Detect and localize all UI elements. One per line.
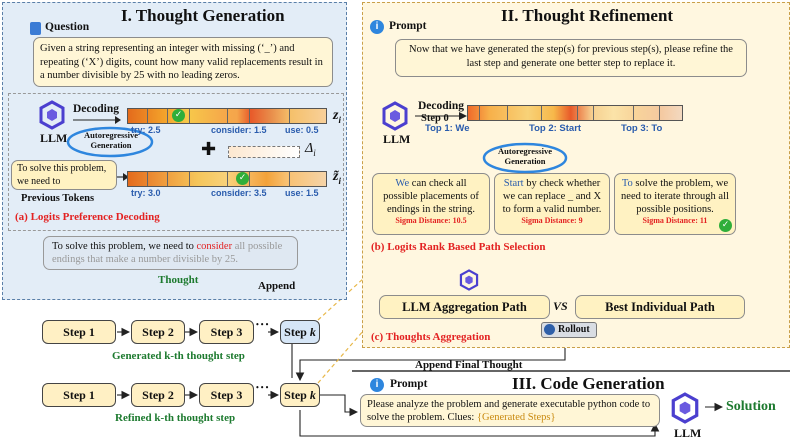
section-a-label: (a) Logits Preference Decoding	[15, 211, 160, 223]
row1-dots: • • •	[256, 320, 269, 329]
clues-text: {Generated Steps}	[476, 412, 556, 423]
info-icon: i	[370, 20, 384, 34]
row2-step-3: Step 3	[199, 383, 254, 407]
append-label: Append	[258, 280, 296, 292]
bar1-token-use: use: 0.5	[285, 125, 319, 135]
z-label: zi	[333, 108, 341, 125]
row1-caption: Generated k-th thought step	[112, 350, 245, 362]
code-prompt-box: Please analyze the problem and generate …	[360, 394, 660, 427]
rollout-icon	[544, 324, 555, 335]
bar2-token-consider: consider: 3.5	[211, 188, 267, 198]
best-individual-path-box: Best Individual Path	[575, 295, 745, 319]
logits-bar-z-tilde: ✓	[127, 171, 327, 187]
row1-step-k: Step k	[280, 320, 320, 344]
prompt-label: Prompt	[389, 20, 427, 32]
question-text: Given a string representing an integer w…	[40, 43, 323, 81]
llm-logo-icon	[382, 101, 408, 131]
llm-label: LLM	[383, 132, 411, 146]
row2-step-k: Step k	[280, 383, 320, 407]
panel-title: I. Thought Generation	[121, 6, 285, 25]
decoding-label: Decoding	[73, 103, 119, 115]
z-tilde-label: z̃i	[333, 169, 341, 186]
llm-logo-icon	[459, 269, 479, 291]
question-box: Given a string representing an integer w…	[33, 37, 333, 87]
sigma-distance-1: Sigma Distance: 10.5	[395, 216, 467, 225]
row2-dots: • • •	[256, 383, 269, 392]
previous-tokens-box: To solve this problem, we need to	[11, 160, 117, 190]
solution-label: Solution	[726, 399, 776, 414]
delta-bar	[228, 146, 300, 158]
bar2-token-try: try: 3.0	[131, 188, 161, 198]
panel-title: II. Thought Refinement	[501, 6, 674, 25]
logits-bar-step0	[467, 105, 683, 121]
autoregressive-label: Autoregressive Generation	[84, 130, 138, 150]
check-icon: ✓	[172, 109, 185, 122]
question-label: Question	[45, 21, 90, 33]
plus-icon: ✚	[201, 139, 217, 160]
sigma-distance-2: Sigma Distance: 9	[521, 216, 583, 225]
row2-caption: Refined k-th thought step	[115, 412, 236, 424]
arrow-append-final	[295, 344, 566, 382]
top2-label: Top 2: Start	[529, 123, 582, 134]
row1-step-2: Step 2	[131, 320, 185, 344]
vs-label: VS	[553, 299, 568, 313]
info-icon: i	[370, 378, 384, 392]
row2-step-2: Step 2	[131, 383, 185, 407]
previous-tokens-text: To solve this problem, we need to	[17, 163, 107, 187]
rollout-badge: Rollout	[541, 322, 597, 338]
thought-label: Thought	[158, 274, 199, 286]
top3-label: Top 3: To	[621, 123, 663, 134]
logits-bar-z: ✓	[127, 108, 327, 124]
llm-aggregation-path-box: LLM Aggregation Path	[379, 295, 550, 319]
code-generation-title: III. Code Generation	[512, 374, 665, 393]
bar1-token-try: try: 2.5	[131, 125, 161, 135]
top1-label: Top 1: We	[425, 123, 470, 134]
bar2-token-use: use: 1.5	[285, 188, 319, 198]
thought-generation-panel: I. Thought Generation Question Given a s…	[2, 2, 347, 300]
decoding-label: Decoding	[418, 100, 464, 112]
check-icon: ✓	[719, 219, 732, 232]
autoregressive-cycle-icon	[66, 126, 154, 158]
llm-label: LLM	[674, 426, 702, 440]
sigma-distance-3: Sigma Distance: 11	[642, 216, 708, 225]
row2-step-1: Step 1	[42, 383, 116, 407]
logits-decoding-frame	[8, 93, 344, 231]
step0-label: Step 0	[421, 113, 449, 124]
llm-label: LLM	[40, 131, 68, 145]
candidate-box-2: Start by check whether we can replace _ …	[494, 173, 610, 235]
thought-refinement-panel: II. Thought Refinement i Prompt Now that…	[362, 2, 790, 348]
row1-step-1: Step 1	[42, 320, 116, 344]
thought-highlight: consider	[196, 241, 233, 252]
autoregressive-label: Autoregressive Generation	[498, 146, 552, 166]
thought-box: To solve this problem, we need to consid…	[43, 236, 298, 270]
prompt-label: Prompt	[390, 378, 428, 390]
row1-step-3: Step 3	[199, 320, 254, 344]
autoregressive-cycle-icon	[482, 142, 568, 174]
llm-logo-icon	[671, 392, 699, 424]
check-icon: ✓	[236, 172, 249, 185]
decoding-arrow	[73, 116, 121, 124]
candidate-box-1: We can check all possible placements of …	[372, 173, 490, 235]
section-c-label: (c) Thoughts Aggregation	[371, 331, 491, 343]
prompt-box: Now that we have generated the step(s) f…	[395, 39, 747, 77]
prompt-text: Now that we have generated the step(s) f…	[409, 44, 733, 69]
delta-label: Δi	[305, 141, 316, 158]
section-b-label: (b) Logits Rank Based Path Selection	[371, 241, 546, 253]
candidate-box-3: To solve the problem, we need to iterate…	[614, 173, 736, 235]
previous-tokens-label: Previous Tokens	[21, 193, 95, 204]
bar1-token-consider: consider: 1.5	[211, 125, 267, 135]
append-final-label: Append Final Thought	[415, 359, 523, 371]
document-icon	[30, 22, 41, 35]
llm-logo-icon	[39, 100, 65, 130]
